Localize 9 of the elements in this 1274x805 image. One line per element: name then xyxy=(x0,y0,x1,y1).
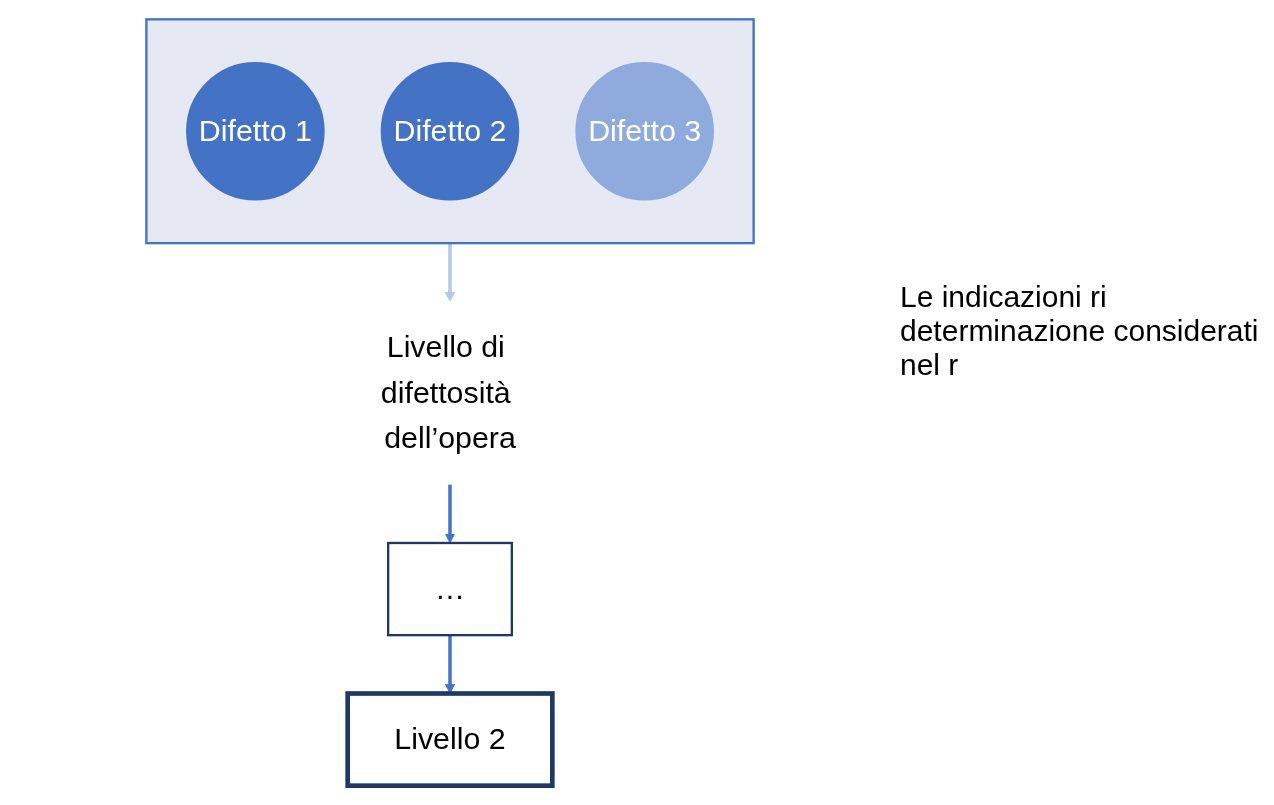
node-text: Livello di difettosità dell’opera xyxy=(380,329,516,456)
node-box: … xyxy=(387,541,513,637)
note-text: Le indicazioni ri determinazione considerati nel r xyxy=(900,280,1260,382)
cluster xyxy=(145,18,755,245)
node-circle: Difetto 3 xyxy=(575,61,714,201)
node-circle: Difetto 1 xyxy=(186,61,325,201)
node-box: Livello 2 xyxy=(345,691,555,788)
arrow xyxy=(444,243,456,302)
node-circle: Difetto 2 xyxy=(380,61,520,201)
